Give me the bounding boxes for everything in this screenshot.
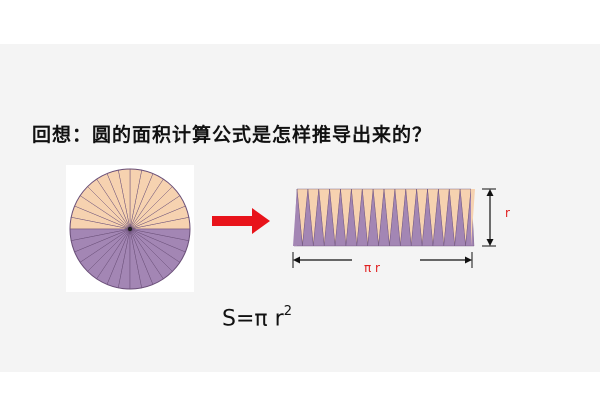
question-text: 回想：圆的面积计算公式是怎样推导出来的？ [32,124,433,146]
purple-wedge [302,188,314,247]
circle-center [127,226,133,232]
purple-wedge [356,188,368,247]
top-band [0,0,600,44]
purple-wedge [421,188,434,247]
purple-wedge [313,188,325,247]
bottom-band [0,372,600,400]
arrow-icon [212,208,270,234]
purple-wedge [378,188,390,247]
formula-exponent: 2 [283,304,292,319]
sectored-circle [69,168,191,290]
half-circumference-dimension [292,252,473,268]
circle-outline [69,168,191,290]
rearranged-strip [293,188,475,247]
purple-wedge [345,188,358,247]
purple-wedge [443,188,455,247]
half-circumference-label: π r [364,261,380,275]
formula-lhs: S [222,306,236,332]
area-formula: S=π r2 [222,304,292,332]
purple-wedge [432,188,445,247]
formula-rhs: π r [254,306,284,332]
purple-wedge [323,188,336,247]
radius-label: r [505,206,510,220]
purple-wedge [454,188,466,247]
formula-equals: = [235,306,255,332]
purple-wedge [334,188,347,247]
radius-dimension [482,188,496,247]
right-end-wedge [471,189,475,246]
purple-wedge [400,188,412,247]
purple-wedge [410,188,423,247]
purple-wedge [367,188,379,247]
purple-wedge [389,188,401,247]
left-end-wedge [293,189,297,246]
